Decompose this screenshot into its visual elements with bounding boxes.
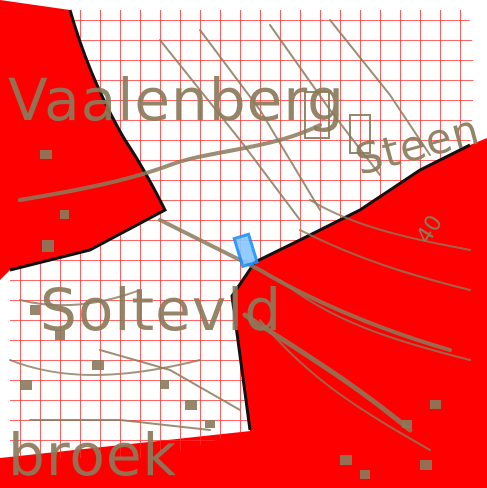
zone-boundary-east [230,143,471,431]
zone-boundary [9,9,167,272]
red-zone-west [0,0,165,280]
road-2 [158,218,452,352]
contour-ridge-5 [19,289,141,307]
road-1 [18,123,322,202]
track-1 [159,39,301,221]
buildings [20,91,441,479]
track-2 [199,29,321,211]
contour-ridge-6 [9,359,201,376]
track-5 [99,349,241,411]
track-4 [329,19,431,156]
place-label-soltevld: Soltevld [40,276,282,344]
place-label-vaalenberg: Vaalenberg [8,66,345,134]
place-label-broek: broek [8,421,177,488]
red-zone-east [232,138,487,488]
contour-ridge-4 [259,319,431,451]
contour-ridge-3 [279,279,471,361]
contour-ridge-2 [299,229,471,291]
track-6 [29,419,211,431]
contour-ridge [309,199,471,251]
road-3 [242,312,413,433]
selected-parcel[interactable] [232,232,259,269]
